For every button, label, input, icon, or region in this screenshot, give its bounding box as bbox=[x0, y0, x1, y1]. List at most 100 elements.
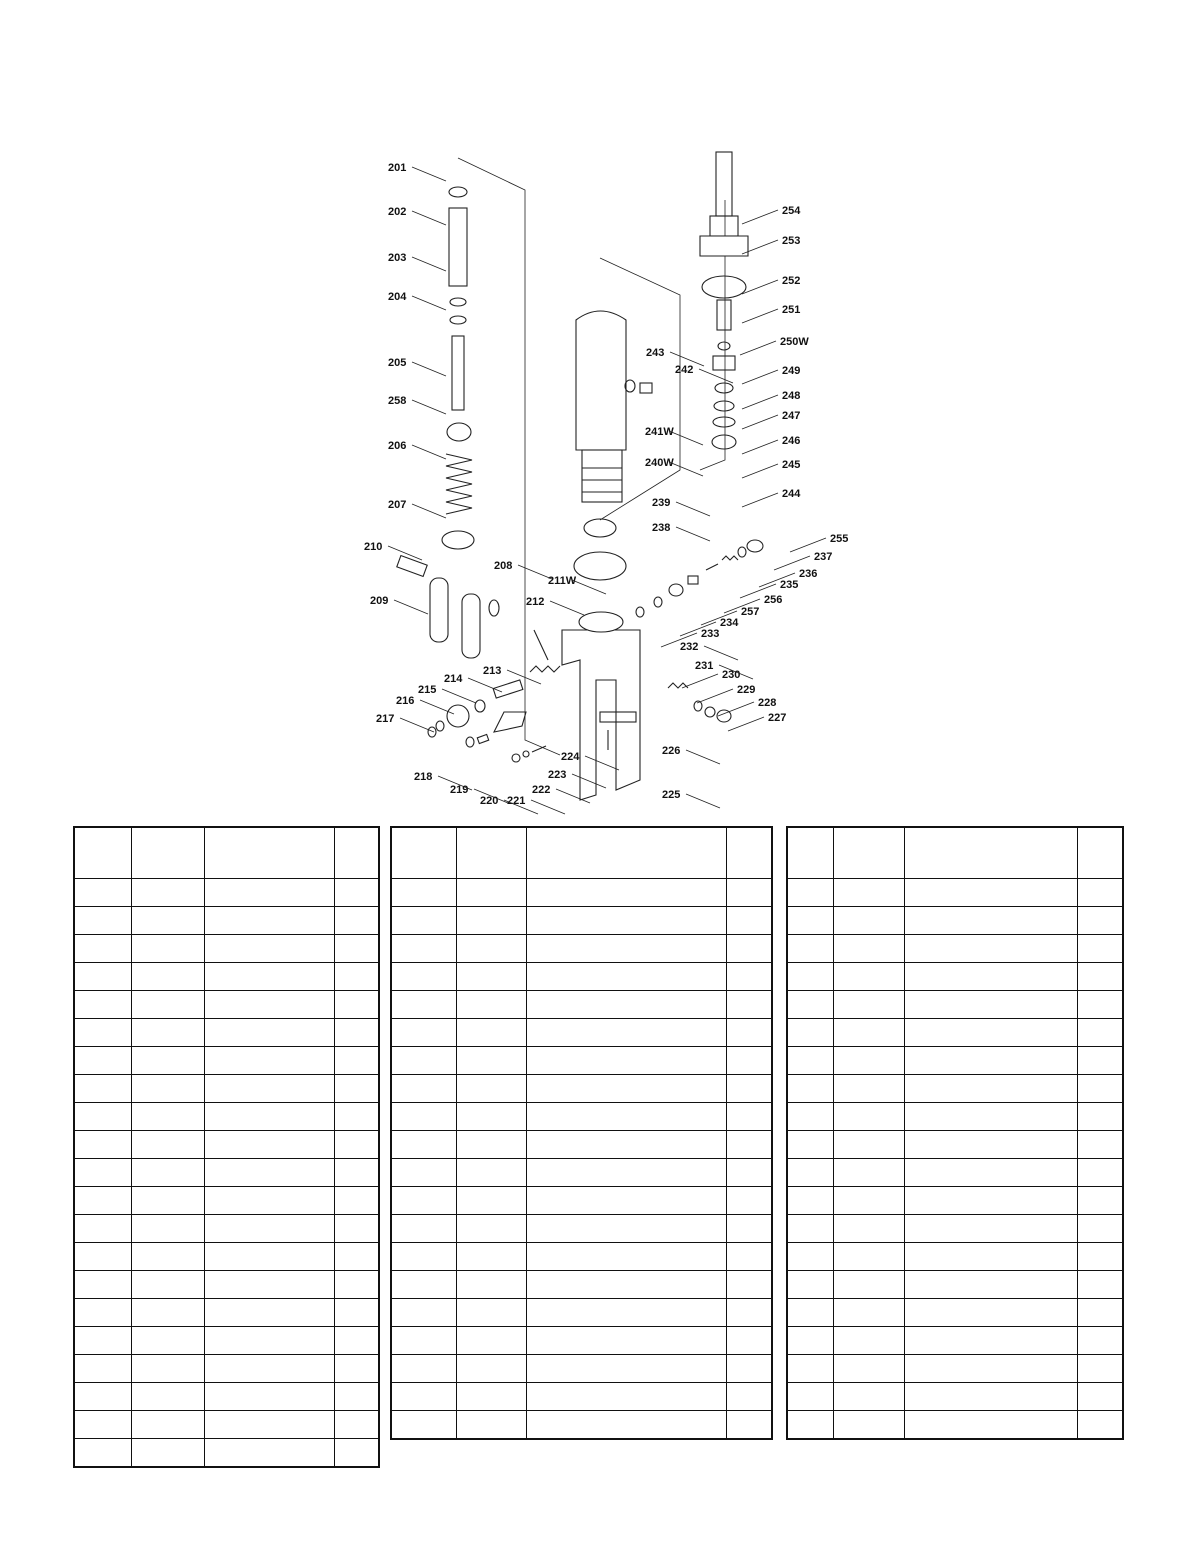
table-cell bbox=[333, 1158, 380, 1187]
part-211W-pump-body bbox=[561, 629, 641, 801]
table-row bbox=[73, 1130, 380, 1159]
callout-label: 244 bbox=[782, 488, 801, 500]
leader-line bbox=[506, 669, 542, 685]
table-cell bbox=[390, 1298, 457, 1327]
table-row bbox=[786, 906, 1124, 935]
part-202-piston bbox=[448, 207, 468, 287]
part-236-spring bbox=[721, 555, 739, 561]
callout-label: 236 bbox=[799, 568, 817, 580]
table-cell bbox=[832, 906, 905, 935]
part-254-stem bbox=[715, 151, 733, 217]
table-cell bbox=[130, 1270, 205, 1299]
table-cell bbox=[73, 906, 132, 935]
table-cell bbox=[455, 1046, 527, 1075]
table-row bbox=[786, 1354, 1124, 1383]
leader-line bbox=[741, 439, 779, 455]
table-row bbox=[390, 1214, 773, 1243]
header-cell bbox=[73, 826, 132, 879]
part-258-bushing bbox=[446, 422, 472, 442]
part-206-spring bbox=[445, 453, 473, 515]
table-row bbox=[786, 990, 1124, 1019]
table-cell bbox=[130, 962, 205, 991]
table-cell bbox=[333, 1242, 380, 1271]
table-cell bbox=[725, 1354, 773, 1383]
table-cell bbox=[1076, 878, 1124, 907]
table-cell bbox=[333, 1046, 380, 1075]
table-cell bbox=[1076, 1214, 1124, 1243]
part-208-clip bbox=[488, 599, 500, 617]
table-row bbox=[390, 1130, 773, 1159]
table-cell bbox=[832, 1130, 905, 1159]
table-cell bbox=[725, 1130, 773, 1159]
leader-line bbox=[739, 583, 777, 599]
table-row bbox=[73, 1382, 380, 1411]
table-cell bbox=[73, 990, 132, 1019]
callout-label: 220 bbox=[480, 795, 498, 807]
table-cell bbox=[786, 1382, 834, 1411]
table-cell bbox=[130, 1046, 205, 1075]
callout-label: 201 bbox=[388, 162, 406, 174]
table-cell bbox=[390, 990, 457, 1019]
table-cell bbox=[786, 1102, 834, 1131]
leader-line bbox=[530, 799, 566, 815]
callout-label: 255 bbox=[830, 533, 848, 545]
table-cell bbox=[390, 1214, 457, 1243]
table-cell bbox=[455, 1074, 527, 1103]
table-row bbox=[786, 1074, 1124, 1103]
header-cell bbox=[333, 826, 380, 879]
leader-line bbox=[411, 295, 447, 311]
callout-label: 226 bbox=[662, 745, 680, 757]
callout-label: 251 bbox=[782, 304, 800, 316]
table-cell bbox=[455, 1410, 527, 1440]
callout-label: 232 bbox=[680, 641, 698, 653]
table-cell bbox=[390, 1354, 457, 1383]
part-213-spring bbox=[529, 665, 561, 673]
table-cell bbox=[1076, 1102, 1124, 1131]
table-cell bbox=[333, 962, 380, 991]
table-cell bbox=[832, 1102, 905, 1131]
table-cell bbox=[903, 1382, 1078, 1411]
table-cell bbox=[832, 1214, 905, 1243]
table-cell bbox=[203, 934, 335, 963]
part-209-link-a bbox=[429, 577, 449, 643]
table-cell bbox=[725, 906, 773, 935]
leader-line bbox=[467, 677, 503, 693]
table-row bbox=[786, 1382, 1124, 1411]
table-cell bbox=[390, 1270, 457, 1299]
table-cell bbox=[832, 1410, 905, 1440]
leader-line bbox=[437, 775, 473, 791]
table-cell bbox=[903, 1046, 1078, 1075]
table-row bbox=[786, 1102, 1124, 1131]
part-248-cup bbox=[712, 355, 736, 371]
table-row bbox=[73, 1410, 380, 1439]
table-cell bbox=[525, 1410, 727, 1440]
leader-line bbox=[441, 688, 477, 704]
table-cell bbox=[903, 990, 1078, 1019]
part-211W-bore bbox=[578, 611, 624, 633]
part-242-plug bbox=[639, 382, 653, 394]
callout-label: 218 bbox=[414, 771, 432, 783]
header-cell bbox=[786, 826, 834, 879]
table-cell bbox=[203, 1410, 335, 1439]
table-row bbox=[73, 1326, 380, 1355]
table-cell bbox=[130, 1018, 205, 1047]
table-cell bbox=[525, 1074, 727, 1103]
table-cell bbox=[333, 1102, 380, 1131]
table-cell bbox=[786, 1186, 834, 1215]
leader-line bbox=[668, 461, 704, 477]
callout-label: 204 bbox=[388, 291, 407, 303]
callout-label: 206 bbox=[388, 440, 406, 452]
header-cell bbox=[455, 826, 527, 879]
table-cell bbox=[130, 878, 205, 907]
callout-label: 235 bbox=[780, 579, 798, 591]
header-cell bbox=[130, 826, 205, 879]
table-cell bbox=[1076, 1130, 1124, 1159]
table-cell bbox=[390, 878, 457, 907]
table-cell bbox=[390, 934, 457, 963]
part-247-washer bbox=[714, 382, 734, 394]
table-cell bbox=[73, 1130, 132, 1159]
table-cell bbox=[333, 878, 380, 907]
table-cell bbox=[725, 1018, 773, 1047]
callout-label: 212 bbox=[526, 596, 544, 608]
table-cell bbox=[203, 1046, 335, 1075]
